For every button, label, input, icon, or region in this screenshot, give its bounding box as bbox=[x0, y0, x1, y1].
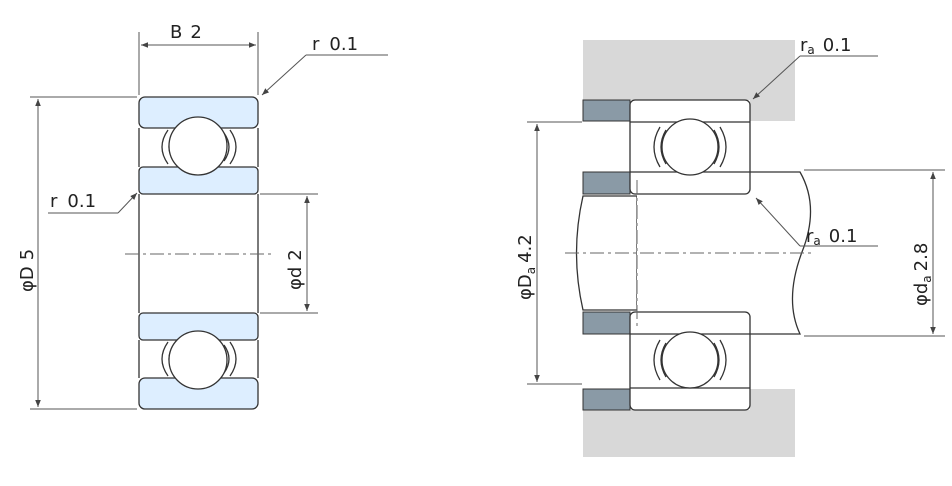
mounted-ball-lower bbox=[661, 331, 719, 389]
ball-upper bbox=[168, 116, 228, 176]
housing-shoulder-prefix: φD bbox=[515, 274, 536, 300]
housing-fillet-leader: ra 0.1 bbox=[752, 35, 878, 100]
shaft-shoulder-sub: a bbox=[920, 275, 934, 282]
cage-lower-right bbox=[229, 341, 237, 377]
bearing-section-lower bbox=[138, 312, 259, 410]
outer-dia-label-prefix: φD bbox=[17, 266, 38, 292]
housing-spacer-lower bbox=[582, 388, 631, 411]
outer-dia-label-value: 5 bbox=[17, 249, 38, 260]
shaft-shoulder-prefix: φd bbox=[911, 283, 932, 306]
svg-text:φD5: φD 5 bbox=[17, 249, 38, 292]
svg-text:φda2.8: φda 2.8 bbox=[911, 243, 934, 306]
svg-text:φDa4.2: φDa 4.2 bbox=[515, 234, 538, 300]
chamfer-top-leader: r 0.1 bbox=[261, 34, 388, 96]
housing-fillet-value: 0.1 bbox=[823, 35, 852, 56]
mounted-ball-upper bbox=[661, 118, 719, 176]
bore-diameter-dimension: φd 2 bbox=[260, 193, 318, 314]
svg-text:φd2: φd 2 bbox=[285, 249, 306, 290]
housing-shoulder-value: 4.2 bbox=[515, 234, 536, 263]
bore-dia-label-value: 2 bbox=[285, 249, 306, 260]
shaft-spacer-upper bbox=[582, 171, 631, 195]
cage-lower-left bbox=[161, 341, 169, 377]
svg-text:ra0.1: ra 0.1 bbox=[806, 226, 857, 248]
chamfer-top-prefix: r bbox=[312, 34, 320, 55]
cage-upper-left bbox=[161, 129, 169, 165]
housing-spacer-upper bbox=[582, 99, 631, 122]
cage-upper-right bbox=[229, 129, 237, 165]
svg-text:r0.1: r 0.1 bbox=[50, 191, 96, 212]
shaft-shoulder-dimension: φda2.8 bbox=[804, 169, 945, 337]
chamfer-left-value: 0.1 bbox=[67, 191, 96, 212]
ball-lower bbox=[168, 330, 228, 390]
chamfer-top-value: 0.1 bbox=[329, 34, 358, 55]
shaft-fillet-prefix: r bbox=[806, 226, 814, 247]
shaft-fillet-leader: ra 0.1 bbox=[755, 197, 878, 248]
svg-text:B2: B2 bbox=[170, 22, 202, 43]
shaft-spacer-lower bbox=[582, 311, 631, 335]
svg-text:ra0.1: ra 0.1 bbox=[800, 35, 851, 57]
bore-dia-label-prefix: φd bbox=[285, 267, 306, 290]
housing-fillet-sub: a bbox=[807, 43, 814, 57]
svg-text:r0.1: r 0.1 bbox=[312, 34, 358, 55]
mounted-bearing-lower bbox=[629, 311, 751, 411]
shaft-shoulder-value: 2.8 bbox=[911, 243, 932, 272]
housing-upper bbox=[583, 40, 795, 121]
width-label-prefix: B bbox=[170, 22, 182, 43]
housing-shoulder-sub: a bbox=[524, 267, 538, 274]
chamfer-left-prefix: r bbox=[50, 191, 58, 212]
housing-shoulder-dimension: φDa 4.2 bbox=[515, 121, 582, 385]
shaft-fillet-sub: a bbox=[813, 234, 820, 248]
chamfer-left-leader: r 0.1 bbox=[48, 191, 138, 214]
housing-lower bbox=[583, 389, 795, 457]
bearing-section-upper bbox=[138, 96, 259, 195]
outer-diameter-dimension: φD 5 bbox=[17, 96, 137, 410]
mounted-bearing-upper bbox=[629, 99, 751, 195]
housing-fillet-prefix: r bbox=[800, 35, 808, 56]
shaft-fillet-value: 0.1 bbox=[829, 226, 858, 247]
width-label-value: 2 bbox=[190, 22, 201, 43]
